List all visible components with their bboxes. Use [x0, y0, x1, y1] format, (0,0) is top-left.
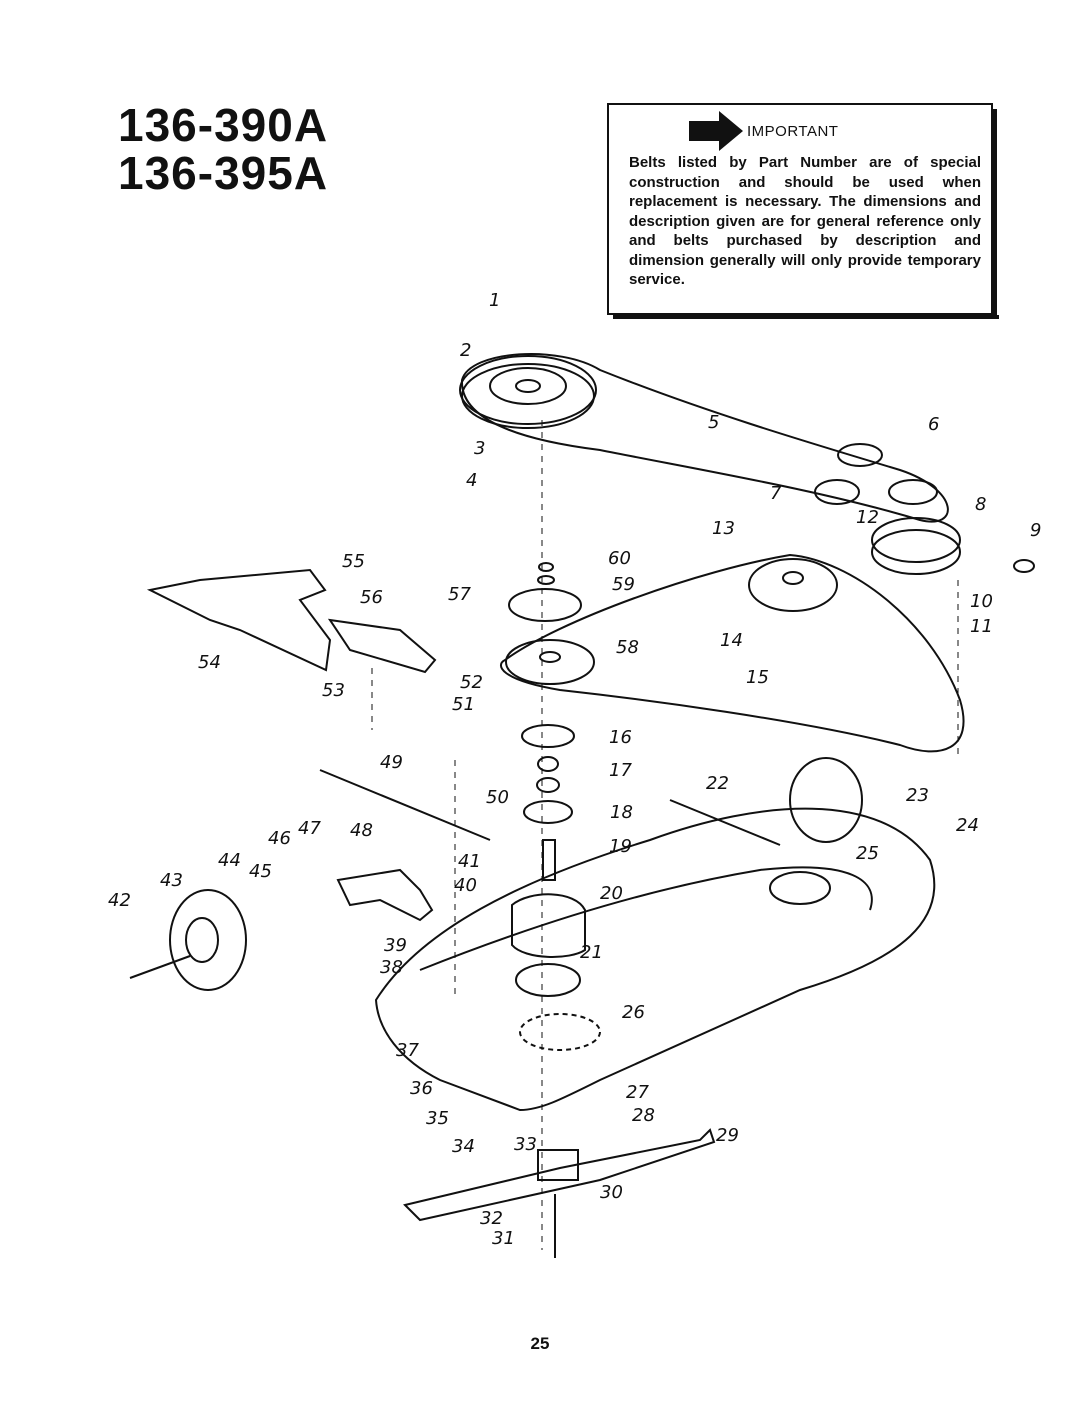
callout-35: 35 — [426, 1108, 449, 1129]
callout-38: 38 — [380, 957, 403, 978]
callout-48: 48 — [350, 820, 373, 841]
pulley-58 — [505, 639, 595, 685]
page-number: 25 — [530, 1334, 550, 1353]
callout-1: 1 — [489, 290, 500, 311]
callout-58: 58 — [616, 637, 639, 658]
callout-37: 37 — [396, 1040, 419, 1061]
callout-25: 25 — [856, 843, 879, 864]
large-pulley — [459, 355, 597, 429]
model-number-2: 136-395A — [118, 147, 329, 199]
gauge-wheel — [789, 757, 863, 843]
callout-23: 23 — [906, 785, 929, 806]
callout-7: 7 — [770, 483, 782, 504]
bracket — [327, 618, 437, 674]
callout-34: 34 — [452, 1136, 475, 1157]
callout-28: 28 — [632, 1105, 655, 1126]
callout-10: 10 — [970, 591, 993, 612]
callout-42: 42 — [108, 890, 131, 911]
callout-27: 27 — [626, 1082, 649, 1103]
callout-41: 41 — [458, 851, 481, 872]
lower-belt — [500, 553, 965, 753]
notice-text: Belts listed by Part Number are of speci… — [629, 154, 981, 288]
callout-32: 32 — [480, 1208, 503, 1229]
callout-49: 49 — [380, 752, 403, 773]
mower-blade — [403, 1128, 716, 1222]
callout-21: 21 — [580, 942, 603, 963]
callout-8: 8 — [975, 494, 986, 515]
pulley-14 — [748, 558, 838, 612]
callout-11: 11 — [970, 616, 993, 637]
callout-16: 16 — [609, 727, 632, 748]
callout-19: 19 — [609, 836, 632, 857]
callout-47: 47 — [298, 818, 321, 839]
callout-26: 26 — [622, 1002, 645, 1023]
double-pulley — [871, 529, 961, 575]
upper-belt — [460, 353, 949, 523]
callout-2: 2 — [460, 340, 471, 361]
callout-13: 13 — [712, 518, 735, 539]
callout-14: 14 — [720, 630, 743, 651]
callout-57: 57 — [448, 584, 471, 605]
callout-44: 44 — [218, 850, 241, 871]
front-wheel — [169, 889, 247, 991]
callout-39: 39 — [384, 935, 407, 956]
callout-52: 52 — [460, 672, 483, 693]
callout-22: 22 — [706, 773, 729, 794]
callout-15: 15 — [746, 667, 769, 688]
callout-17: 17 — [609, 760, 632, 781]
callout-9: 9 — [1030, 520, 1041, 541]
callout-51: 51 — [452, 694, 475, 715]
callout-5: 5 — [708, 412, 719, 433]
callout-54: 54 — [198, 652, 221, 673]
baffle — [146, 568, 332, 672]
idler-pulley — [814, 479, 860, 505]
idler-pulley — [837, 443, 883, 467]
callout-60: 60 — [608, 548, 631, 569]
callout-31: 31 — [492, 1228, 515, 1249]
spring — [669, 799, 781, 846]
callout-12: 12 — [856, 507, 879, 528]
callout-59: 59 — [612, 574, 635, 595]
important-notice-box: IMPORTANT Belts listed by Part Number ar… — [607, 103, 999, 319]
callout-18: 18 — [610, 802, 633, 823]
callout-29: 29 — [716, 1125, 739, 1146]
arrow-right-icon — [689, 111, 743, 151]
callout-36: 36 — [410, 1078, 433, 1099]
callout-40: 40 — [454, 875, 477, 896]
callout-4: 4 — [466, 470, 477, 491]
callout-6: 6 — [928, 414, 939, 435]
callout-3: 3 — [474, 438, 485, 459]
callout-30: 30 — [600, 1182, 623, 1203]
pulley-57 — [508, 588, 582, 622]
callout-53: 53 — [322, 680, 345, 701]
callout-20: 20 — [600, 883, 623, 904]
callout-33: 33 — [514, 1134, 537, 1155]
callout-45: 45 — [249, 861, 272, 882]
callout-46: 46 — [268, 828, 291, 849]
notice-heading: IMPORTANT — [747, 123, 839, 140]
model-number-1: 136-390A — [118, 99, 329, 151]
double-pulley — [871, 517, 961, 563]
callout-43: 43 — [160, 870, 183, 891]
callout-50: 50 — [486, 787, 509, 808]
callout-56: 56 — [360, 587, 383, 608]
callout-24: 24 — [956, 815, 979, 836]
callout-55: 55 — [342, 551, 365, 572]
idler-pulley — [888, 479, 938, 505]
